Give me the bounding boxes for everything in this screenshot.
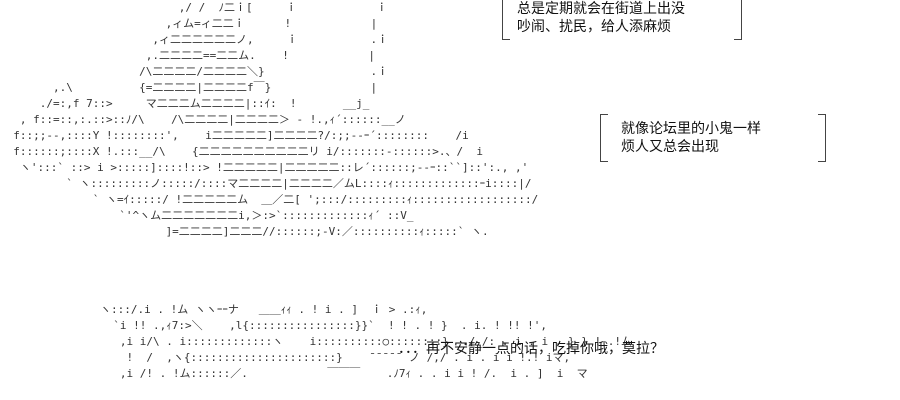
caption-box-top: 总是定期就会在街道上出没 吵闹、扰民，给人添麻烦 [502, 0, 742, 40]
panel-corner [601, 161, 608, 162]
panel-corner [601, 114, 608, 115]
speech-text: ．．．再不安静一点的话，吃掉你哦，莫拉？ [398, 341, 664, 357]
panel-corner [503, 39, 510, 40]
caption-line: 就像论坛里的小鬼一样 [621, 121, 761, 137]
panel-corner [818, 161, 825, 162]
panel-corner [734, 39, 741, 40]
ship-ascii-art: ,/ / ﾉ二ｉ[ ｉ ｉ ,ィム=ィ二二ｉ ! | ,ィ二二二二二二ノ, ｉ … [13, 1, 539, 238]
caption-line: 烦人又总会出现 [621, 139, 719, 155]
character-ascii-art: ヽ:::/.i . !ム ヽヽｰｰナ ＿＿ｨｨ . ! i . ] ｉ > .:… [100, 303, 632, 380]
caption-line: 吵闹、扰民，给人添麻烦 [517, 19, 671, 35]
panel-corner [818, 114, 825, 115]
caption-box-middle: 就像论坛里的小鬼一样 烦人又总会出现 [600, 114, 826, 162]
caption-line: 总是定期就会在街道上出没 [517, 1, 685, 17]
